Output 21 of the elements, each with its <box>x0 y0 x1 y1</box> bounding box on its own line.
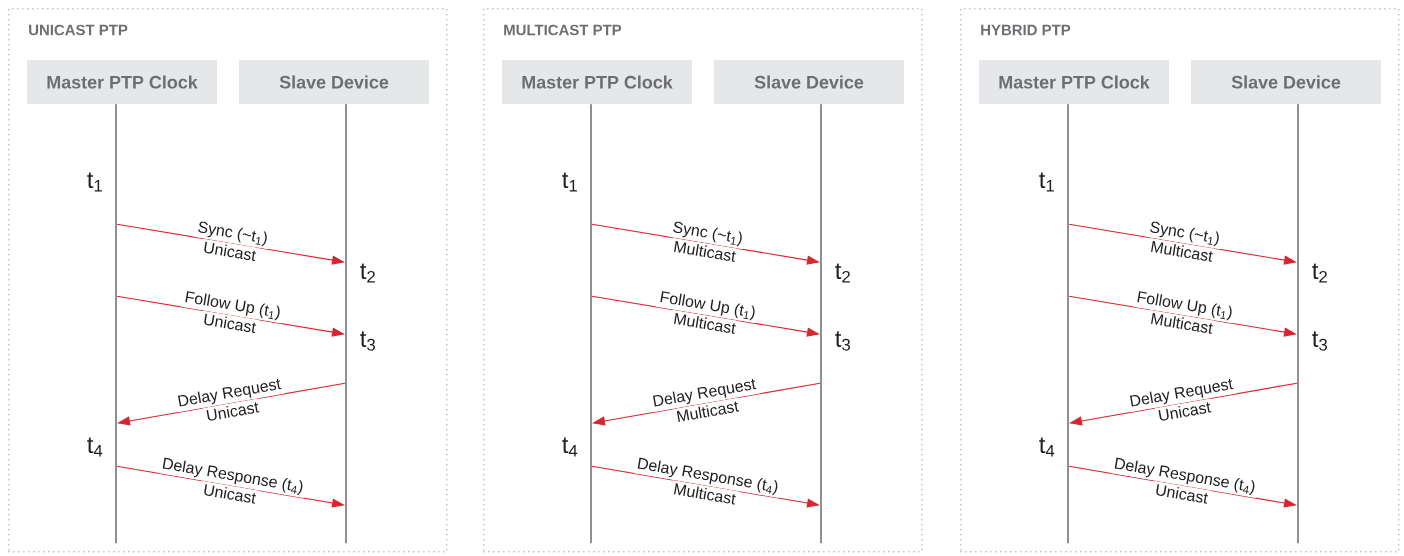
panel-title: HYBRID PTP <box>981 24 1071 36</box>
participant-box: Slave Device <box>714 60 904 104</box>
panel-title: UNICAST PTP <box>29 24 128 36</box>
timestamp-label: t$_{3}$ <box>1312 331 1327 351</box>
timestamp-label: t$_{4}$ <box>1039 437 1055 457</box>
timestamp-label: t$_{3}$ <box>835 331 850 351</box>
participant-box: Master PTP Clock <box>27 60 217 104</box>
timestamp-label: t$_{3}$ <box>360 331 375 351</box>
timestamp-label: t$_{4}$ <box>87 437 103 457</box>
timestamp-label: t$_{1}$ <box>1039 172 1054 192</box>
participant-box: Master PTP Clock <box>502 60 692 104</box>
panel-title: MULTICAST PTP <box>504 24 622 36</box>
participant-box: Slave Device <box>1191 60 1381 104</box>
timestamp-label: t$_{2}$ <box>1312 263 1327 283</box>
participant-box: Master PTP Clock <box>979 60 1169 104</box>
timestamp-label: t$_{2}$ <box>835 263 850 283</box>
timestamp-label: t$_{2}$ <box>360 263 375 283</box>
timestamp-label: t$_{1}$ <box>562 172 577 192</box>
timestamp-label: t$_{1}$ <box>87 172 102 192</box>
participant-box: Slave Device <box>239 60 429 104</box>
timestamp-label: t$_{4}$ <box>562 437 578 457</box>
